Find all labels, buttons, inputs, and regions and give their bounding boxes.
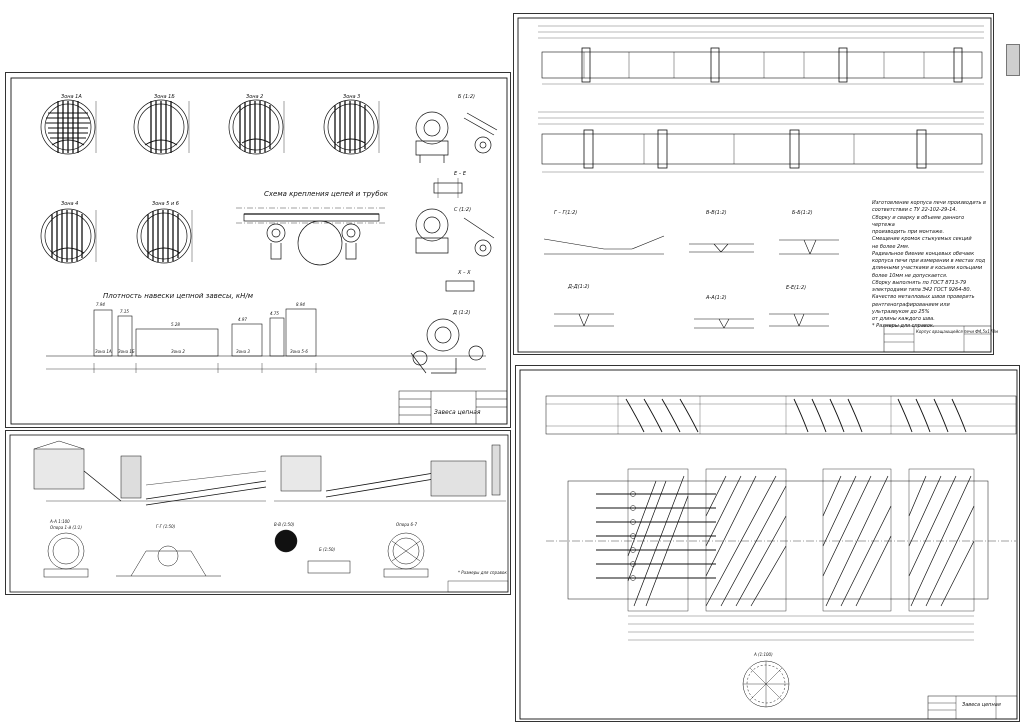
fastening-scheme — [236, 207, 386, 266]
view-label: С (1:2) — [454, 207, 472, 213]
zone-label: Зона 2 — [246, 94, 264, 100]
density-value: 4.75 — [270, 311, 279, 316]
zone-label: Зона 5 и 6 — [152, 201, 179, 207]
view-label: Опора 1-й (1:1) — [50, 525, 82, 530]
section-label: Д-Д(1:2) — [568, 284, 590, 290]
zone-label: Зона 4 — [61, 201, 79, 207]
section-label: В-В(1:2) — [706, 210, 727, 216]
zone-1b-section — [133, 99, 189, 155]
zone-label: Зона 1Б — [154, 94, 175, 100]
side-tab — [1006, 44, 1020, 76]
zone-label: Зона 3 — [343, 94, 361, 100]
density-chart — [46, 308, 486, 373]
zone-1a-section — [40, 99, 96, 155]
view-label: В-В (1:50) — [274, 522, 295, 527]
zone-4-section — [40, 208, 96, 264]
detail-e — [433, 178, 463, 198]
sheet1-graphics — [10, 77, 508, 425]
density-chart-title: Плотность навески цепной завесы, кН/м — [103, 292, 254, 300]
stamp-title: Корпус вращающейся печи Ф4,5х170м — [916, 329, 999, 334]
density-value: 7.94 — [96, 302, 105, 307]
view-label: Е – Е — [454, 171, 466, 177]
view-label: Б (1:2) — [458, 94, 475, 100]
section-label: Б-Б(1:2) — [792, 210, 813, 216]
scheme-title: Схема крепления цепей и трубок — [264, 190, 389, 198]
detail-c — [415, 208, 495, 257]
view-label: А-А 1:100 — [50, 519, 70, 524]
view-label: Опора 6-7 — [396, 522, 418, 527]
title-block — [398, 390, 508, 425]
view-label: Д (1:2) — [453, 310, 471, 316]
detail-b — [415, 111, 498, 163]
sheet4-graphics — [519, 369, 1018, 720]
view-label: Г-Г (1:50) — [156, 524, 176, 529]
density-value: 8.94 — [296, 302, 305, 307]
section-label: Е-Е(1:2) — [786, 285, 807, 291]
view-label: Х – Х — [458, 270, 471, 276]
density-zone-label: Зона 2 — [171, 349, 185, 354]
stamp-title: Завеса цепная — [434, 409, 481, 416]
drawing-sheet-kiln-general-view: А-А 1:100 Опора 1-й (1:1) Г-Г (1:50) В-В… — [5, 430, 511, 595]
density-zone-label: Зона 3 — [236, 349, 250, 354]
section-label: Г – Г(1:2) — [554, 210, 578, 216]
drawing-sheet-chain-curtain: Зона 1А Зона 1Б Зона 2 Зона 3 Зона 4 Зон… — [5, 72, 511, 428]
zone-5-6-section — [136, 208, 192, 264]
zone-2-section — [228, 99, 284, 155]
stamp-title: Завеса цепная — [962, 702, 1001, 708]
sheet3-graphics — [9, 434, 509, 593]
technical-notes: Изготовление корпуса печи производить в … — [872, 200, 986, 330]
density-value: 4.97 — [238, 317, 247, 322]
zone-label: Зона 1А — [61, 94, 82, 100]
detail-x — [445, 280, 475, 292]
drawing-sheet-kiln-shell: Г – Г(1:2) В-В(1:2) Б-Б(1:2) Д-Д(1:2) А-… — [513, 13, 998, 355]
density-zone-label: Зона 1Б — [118, 349, 135, 354]
view-label: А (1:100) — [754, 652, 773, 657]
detail-d — [410, 318, 484, 374]
section-label: А-А(1:2) — [706, 295, 727, 301]
density-value: 5.28 — [171, 322, 180, 327]
sheet2-graphics — [517, 17, 992, 353]
density-value: 7.15 — [120, 309, 129, 314]
density-zone-label: Зона 5-6 — [290, 349, 308, 354]
technical-notes: * Размеры для справок — [458, 570, 507, 575]
view-label: Б (1:50) — [319, 547, 336, 552]
zone-3-section — [323, 99, 379, 155]
density-zone-label: Зона 1А — [95, 349, 112, 354]
drawing-sheet-chain-layout: А (1:100) Завеса цепная — [515, 365, 1020, 722]
